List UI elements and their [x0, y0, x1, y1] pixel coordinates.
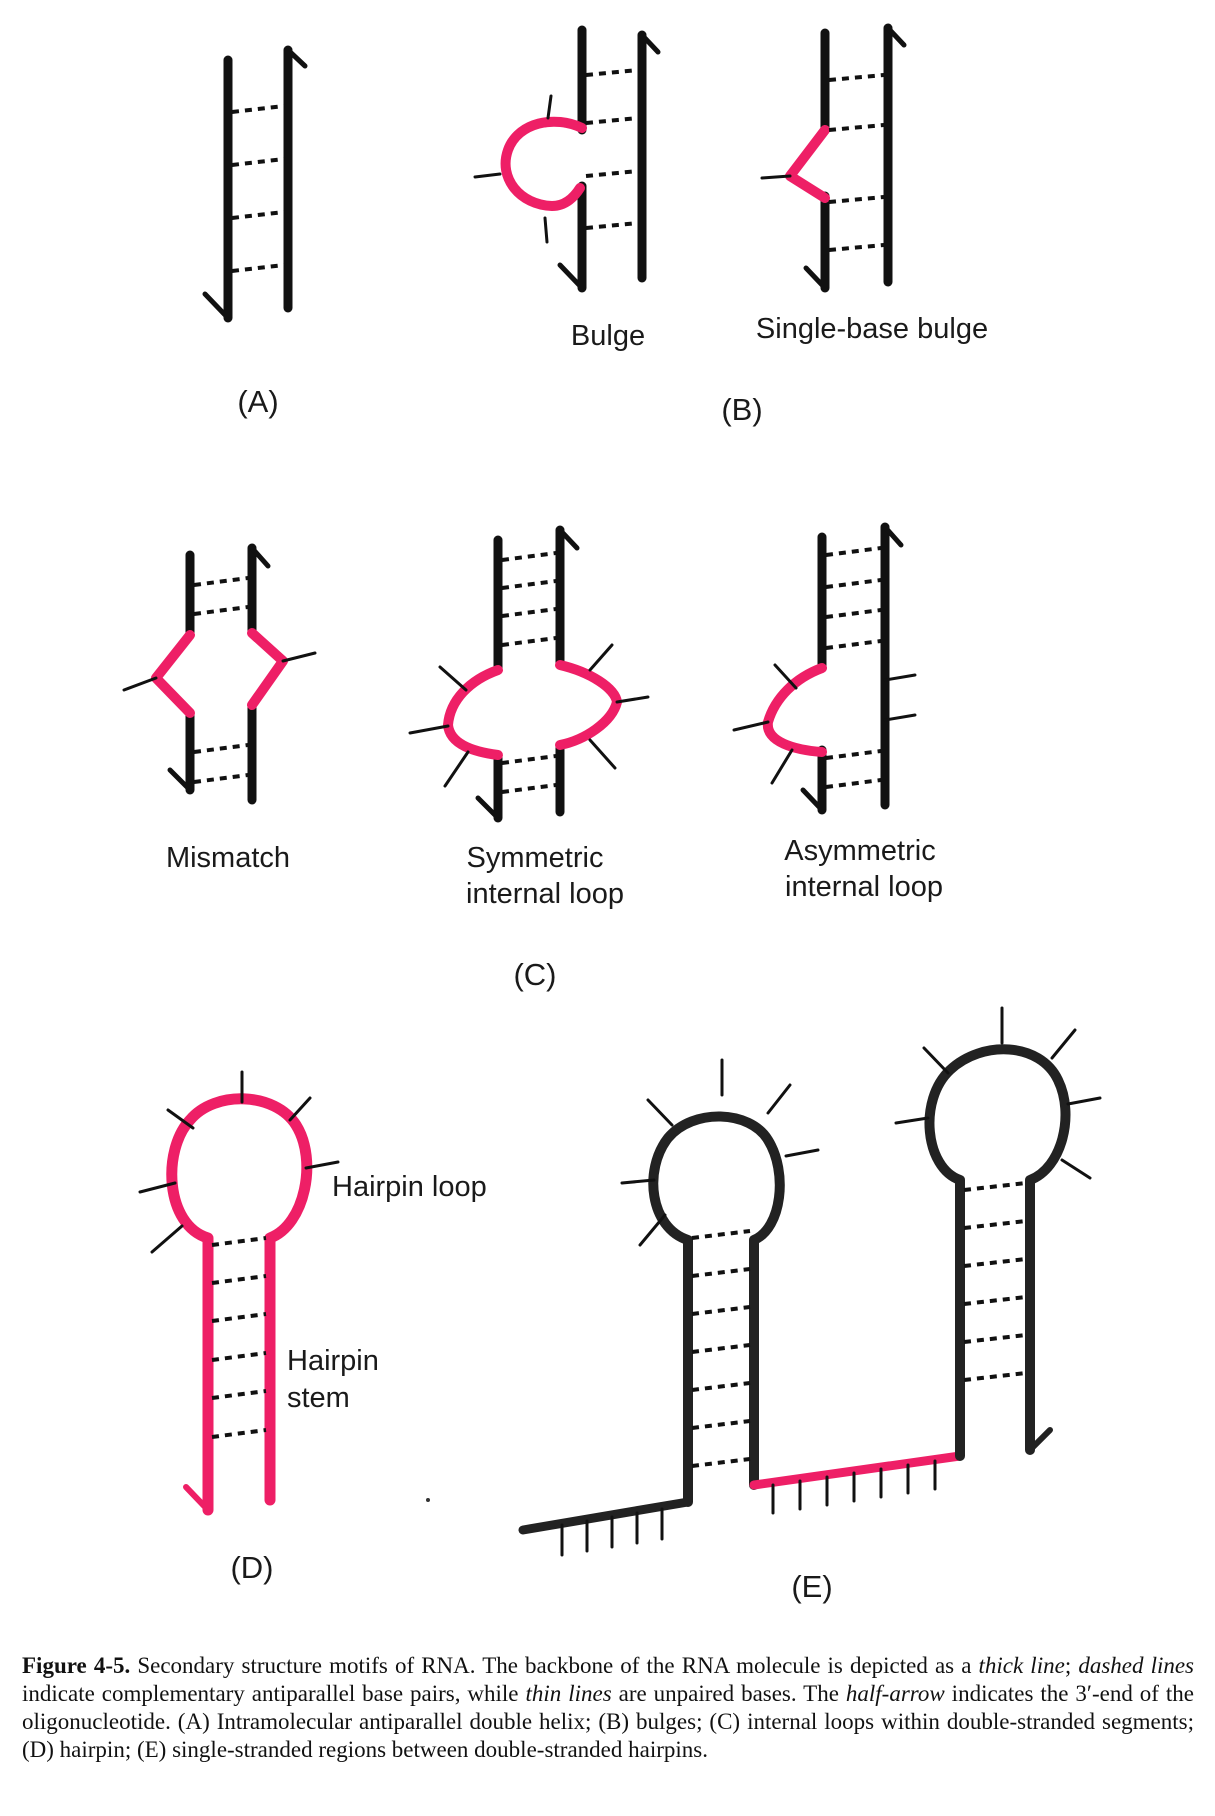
hairpin-loop-label: Hairpin loop [332, 1171, 487, 1203]
hairpin-stem-label-line2: stem [287, 1382, 350, 1414]
asymmetric-label-line1: Asymmetric [784, 835, 935, 867]
symmetric-label-line2: internal loop [466, 878, 624, 910]
symmetric-label-line1: Symmetric [467, 842, 604, 874]
caption-emphasis: thick line [978, 1653, 1065, 1678]
panel-c-symmetric-loop [408, 525, 650, 823]
panel-d-label: (D) [230, 1550, 273, 1585]
caption-text: indicate complementary antiparallel base… [22, 1681, 526, 1706]
panel-a-helix [202, 45, 308, 323]
panel-e-label: (E) [791, 1569, 832, 1604]
panel-b-single-base-bulge [760, 23, 907, 293]
panel-c-label: (C) [513, 957, 556, 992]
panel-e-hairpins [518, 1006, 1102, 1557]
figure-caption: Figure 4-5. Secondary structure motifs o… [22, 1652, 1194, 1764]
hairpin-stem-label-line1: Hairpin [287, 1345, 379, 1377]
single-base-bulge-label: Single-base bulge [756, 313, 988, 345]
panel-c-mismatch [122, 543, 317, 805]
panel-b-bulge [473, 25, 661, 293]
figure-number: Figure 4-5. [22, 1653, 131, 1678]
mismatch-label: Mismatch [166, 842, 290, 874]
caption-emphasis: dashed lines [1078, 1653, 1195, 1678]
panel-d-hairpin [138, 1070, 340, 1516]
panel-a-label: (A) [237, 384, 278, 419]
panel-c-asymmetric-loop [732, 522, 917, 815]
asymmetric-label-line2: internal loop [785, 871, 943, 903]
caption-emphasis: thin lines [525, 1681, 612, 1706]
stray-dot [426, 1498, 430, 1502]
rna-motif-figure: (A) Bulge Single-base bulge (B) Mismatch… [122, 23, 1102, 1604]
caption-emphasis: half-arrow [845, 1681, 945, 1706]
panel-b-label: (B) [721, 392, 762, 427]
caption-text: indicates the 3′-end of the oligonucleot… [22, 1681, 1195, 1762]
bulge-label: Bulge [571, 320, 645, 352]
caption-text: are unpaired bases. The [611, 1681, 846, 1706]
caption-text: Secondary structure motifs of RNA. The b… [130, 1653, 979, 1678]
caption-text: ; [1064, 1653, 1079, 1678]
